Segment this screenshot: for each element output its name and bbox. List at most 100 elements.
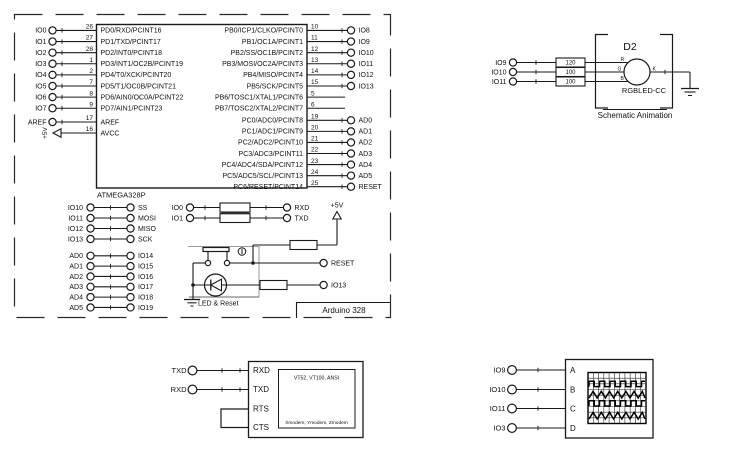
terminal[interactable]: [346, 116, 356, 125]
bracket-right: [660, 33, 674, 109]
terminal[interactable]: [507, 423, 518, 434]
push-button[interactable]: [202, 246, 230, 253]
series-resistor[interactable]: [219, 212, 251, 224]
terminal[interactable]: [507, 384, 518, 395]
terminal-label: IO1: [172, 215, 183, 222]
terminal-label: MISO: [138, 226, 156, 233]
terminal[interactable]: [185, 213, 195, 223]
ic-pin-label: AREF: [101, 119, 120, 126]
series-resistor[interactable]: [219, 202, 251, 213]
terminal[interactable]: [48, 117, 57, 127]
terminal[interactable]: [86, 272, 95, 281]
pin-number: 26: [86, 24, 94, 31]
button-contact[interactable]: [204, 259, 212, 267]
terminal[interactable]: [508, 67, 518, 77]
terminal[interactable]: [282, 203, 292, 212]
terminal[interactable]: [48, 26, 57, 35]
component-part-name: RGBLED-CC: [622, 86, 667, 95]
terminal[interactable]: [126, 272, 135, 281]
terminal[interactable]: [507, 403, 518, 414]
rgb-led-symbol[interactable]: [623, 58, 651, 86]
pin-number: 10: [311, 24, 319, 31]
pin-number: 17: [86, 115, 94, 122]
ic-pin-label: PB1/OC1A/PCINT1: [242, 39, 303, 46]
terminal[interactable]: [346, 149, 356, 158]
terminal[interactable]: [346, 160, 356, 169]
terminal[interactable]: [319, 280, 328, 290]
ic-pin-label: PD7/AIN1/PCINT23: [101, 106, 163, 113]
terminal[interactable]: [86, 303, 95, 312]
terminal[interactable]: [48, 59, 57, 68]
terminal[interactable]: [346, 37, 356, 46]
terminal-label: AD4: [69, 294, 83, 301]
resistor-value: 120: [565, 61, 576, 67]
terminal[interactable]: [86, 224, 95, 233]
terminal[interactable]: [48, 92, 57, 102]
terminal[interactable]: [346, 138, 356, 147]
terminal[interactable]: [346, 81, 356, 91]
terminal[interactable]: [86, 203, 95, 212]
pullup-resistor[interactable]: [289, 239, 318, 251]
terminal[interactable]: [187, 365, 198, 376]
terminal[interactable]: [86, 213, 95, 223]
terminal[interactable]: [48, 37, 57, 46]
scope-trace: [588, 400, 645, 407]
terminal[interactable]: [346, 171, 356, 180]
terminal[interactable]: [319, 258, 328, 268]
rts-cts-loop-wire: [220, 408, 249, 429]
instrument-pin-label: RTS: [253, 405, 269, 414]
instrument-pin-label: RXD: [253, 366, 270, 375]
instrument-pin-label: TXD: [253, 385, 269, 394]
terminal[interactable]: [126, 224, 135, 233]
ic-pin-label: PD1/TXD/PCINT17: [101, 39, 161, 46]
led-resistor[interactable]: [259, 279, 288, 291]
terminal[interactable]: [86, 251, 95, 260]
terminal[interactable]: [86, 282, 95, 291]
terminal[interactable]: [126, 234, 135, 244]
terminal-label: TXD: [172, 366, 188, 375]
terminal[interactable]: [126, 203, 135, 212]
terminal[interactable]: [48, 70, 57, 80]
terminal-label: RXD: [295, 205, 310, 212]
terminal-label: IO6: [35, 94, 46, 101]
pin-number: 24: [311, 169, 319, 176]
terminal-label: AD1: [359, 129, 373, 136]
mcu-body[interactable]: [95, 23, 308, 189]
terminal[interactable]: [86, 292, 95, 302]
mcu-ic: ATMEGA328P IO026PD0/RXD/PCINT16IO127PD1/…: [28, 24, 383, 200]
terminal[interactable]: [508, 77, 518, 86]
terminal[interactable]: [86, 261, 95, 271]
terminal[interactable]: [86, 234, 95, 244]
terminal[interactable]: [346, 182, 356, 191]
terminal[interactable]: [48, 104, 57, 113]
terminal[interactable]: [126, 282, 135, 291]
terminal[interactable]: [346, 59, 356, 68]
terminal[interactable]: [346, 26, 356, 35]
ic-pin-label: PD6/AIN0/OC0A/PCINT22: [101, 94, 184, 101]
terminal[interactable]: [507, 365, 518, 376]
terminal[interactable]: [48, 48, 57, 57]
terminal[interactable]: [346, 70, 356, 80]
ground-symbol: [681, 87, 699, 96]
terminal[interactable]: [346, 127, 356, 136]
terminal[interactable]: [126, 251, 135, 260]
terminal[interactable]: [48, 81, 57, 91]
terminal[interactable]: [126, 261, 135, 271]
led-reset-subcircuit: LED & Reset +5V RESET: [184, 203, 355, 308]
terminal-label: IO13: [359, 83, 374, 90]
terminal[interactable]: [346, 48, 356, 57]
terminal[interactable]: [126, 303, 135, 312]
terminal[interactable]: [187, 384, 198, 395]
terminal[interactable]: [185, 203, 195, 212]
power-label: +5V: [42, 126, 49, 138]
terminal[interactable]: [126, 213, 135, 223]
mcu-left-pin-rows: IO026PD0/RXD/PCINT16IO127PD1/TXD/PCINT17…: [28, 24, 184, 127]
led-symbol[interactable]: [203, 273, 228, 297]
terminal-label: IO11: [490, 404, 506, 413]
terminal-screen: [278, 369, 356, 429]
terminal[interactable]: [508, 58, 518, 67]
terminal[interactable]: [126, 292, 135, 302]
terminal[interactable]: [282, 213, 292, 223]
button-contact[interactable]: [223, 259, 231, 267]
